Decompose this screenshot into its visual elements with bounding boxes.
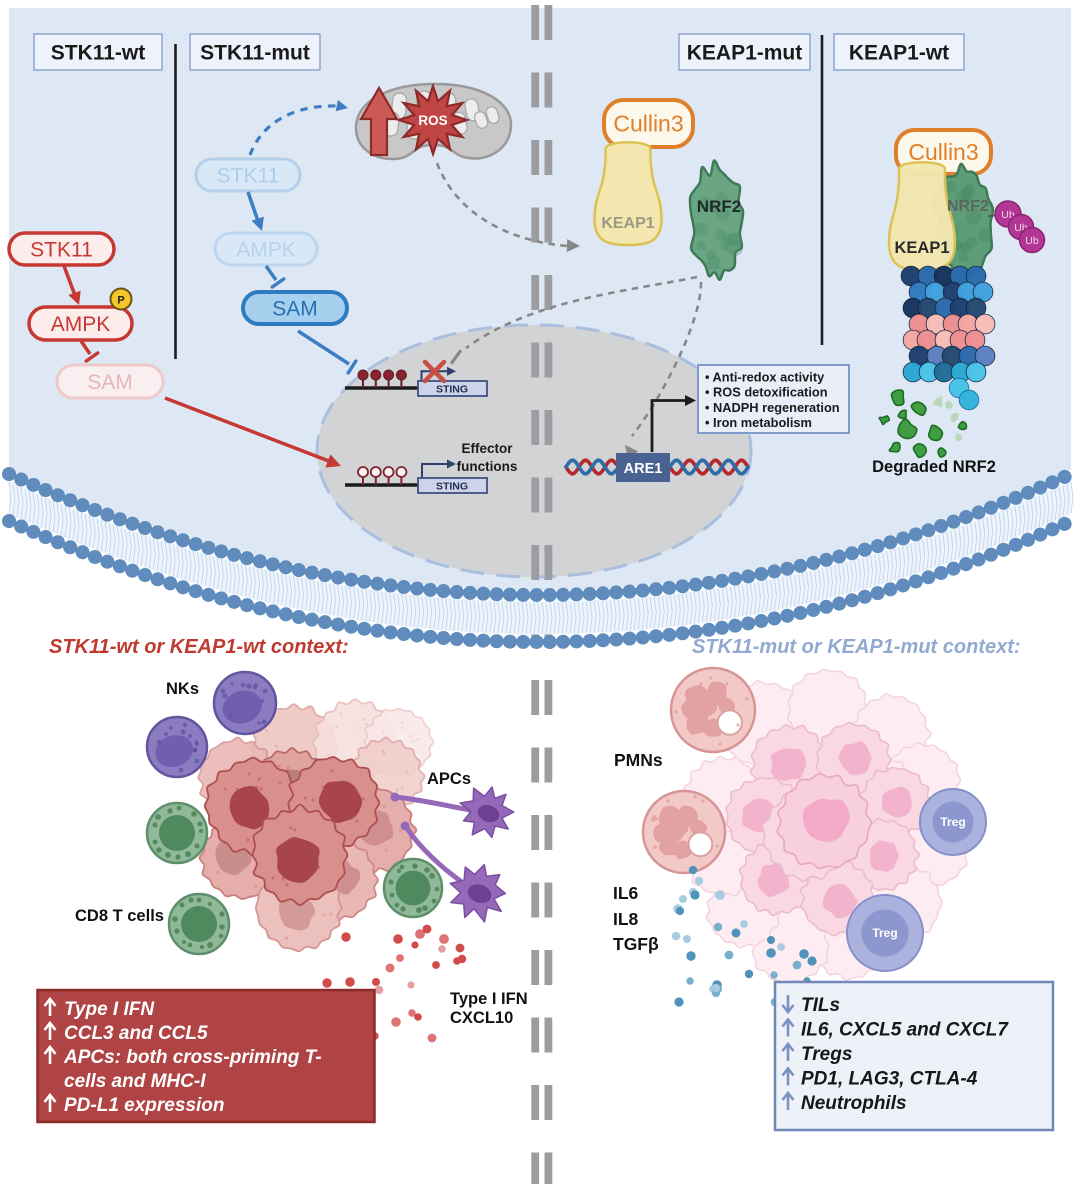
svg-text:CD8 T cells: CD8 T cells (75, 907, 164, 925)
svg-text:NRF2: NRF2 (697, 197, 741, 216)
svg-text:PD1, LAG3, CTLA-4: PD1, LAG3, CTLA-4 (801, 1069, 978, 1090)
svg-text:APCs: APCs (427, 770, 471, 788)
svg-text:IL6, CXCL5 and CXCL7: IL6, CXCL5 and CXCL7 (801, 1020, 1009, 1041)
svg-text:STK11: STK11 (30, 238, 93, 261)
svg-text:Treg: Treg (940, 815, 965, 829)
svg-text:STK11-mut: STK11-mut (200, 41, 310, 64)
svg-text:Neutrophils: Neutrophils (801, 1093, 907, 1114)
svg-text:KEAP1: KEAP1 (601, 215, 654, 232)
svg-text:PMNs: PMNs (614, 750, 663, 770)
svg-text:cells and MHC-I: cells and MHC-I (64, 1071, 206, 1092)
svg-text:STING: STING (436, 481, 468, 493)
svg-text:functions: functions (457, 459, 518, 474)
svg-text:STING: STING (436, 384, 468, 396)
svg-text:KEAP1-mut: KEAP1-mut (687, 41, 803, 64)
svg-text:Cullin3: Cullin3 (613, 111, 683, 137)
svg-text:ROS: ROS (418, 113, 447, 128)
svg-text:CXCL10: CXCL10 (450, 1009, 513, 1027)
svg-text:Degraded NRF2: Degraded NRF2 (872, 458, 996, 476)
svg-text:P: P (117, 295, 124, 307)
svg-text:• Anti-redox activity: • Anti-redox activity (705, 370, 825, 385)
svg-text:KEAP1: KEAP1 (894, 239, 949, 257)
svg-text:Cullin3: Cullin3 (908, 139, 978, 165)
svg-text:STK11-mut or KEAP1-mut context: STK11-mut or KEAP1-mut context: (692, 636, 1021, 658)
svg-text:PD-L1 expression: PD-L1 expression (64, 1095, 225, 1116)
svg-text:STK11-wt or KEAP1-wt context:: STK11-wt or KEAP1-wt context: (49, 636, 349, 658)
svg-text:Type I IFN: Type I IFN (64, 999, 155, 1020)
svg-text:Treg: Treg (872, 926, 897, 940)
svg-text:• Iron metabolism: • Iron metabolism (705, 415, 812, 430)
svg-text:APCs: both cross-priming T-: APCs: both cross-priming T- (63, 1047, 322, 1068)
svg-text:CCL3 and CCL5: CCL3 and CCL5 (64, 1023, 208, 1044)
svg-text:SAM: SAM (272, 297, 318, 320)
svg-text:IL6: IL6 (613, 883, 639, 903)
svg-text:AMPK: AMPK (51, 313, 111, 336)
svg-text:STK11-wt: STK11-wt (51, 41, 146, 64)
svg-text:Type I IFN: Type I IFN (450, 990, 528, 1008)
svg-text:SAM: SAM (87, 371, 133, 394)
svg-text:TILs: TILs (801, 995, 840, 1016)
svg-text:Effector: Effector (461, 441, 513, 456)
svg-text:IL8: IL8 (613, 909, 639, 929)
svg-text:STK11: STK11 (217, 164, 280, 187)
svg-text:KEAP1-wt: KEAP1-wt (849, 41, 949, 64)
svg-text:ARE1: ARE1 (624, 461, 663, 477)
svg-text:TGFβ: TGFβ (613, 934, 659, 954)
svg-text:• NADPH regeneration: • NADPH regeneration (705, 400, 840, 415)
svg-text:Ub: Ub (1025, 235, 1039, 247)
svg-text:AMPK: AMPK (236, 238, 296, 261)
svg-text:Tregs: Tregs (801, 1044, 852, 1065)
svg-text:NKs: NKs (166, 680, 199, 698)
svg-text:NRF2: NRF2 (947, 198, 989, 215)
svg-text:• ROS detoxification: • ROS detoxification (705, 385, 828, 400)
